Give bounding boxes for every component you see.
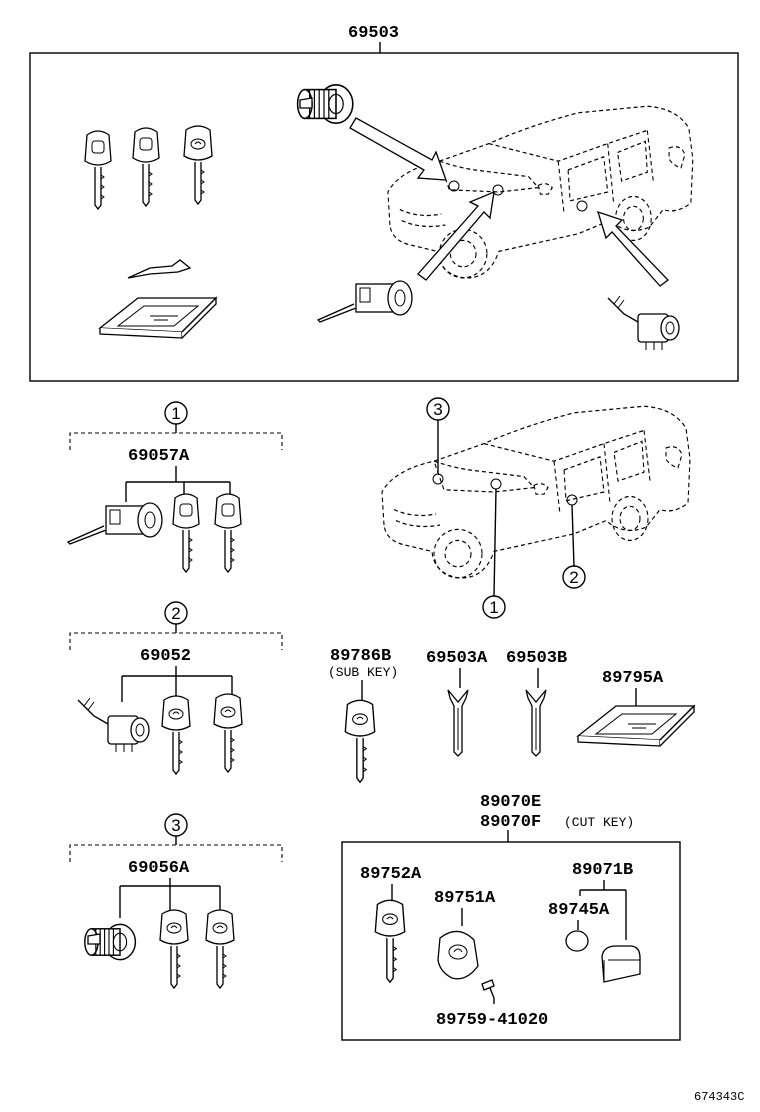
hood-lock-cylinder-icon: [84, 923, 137, 961]
blank-key-b-label: 69503B: [506, 649, 567, 668]
blank-key-icon: [447, 689, 469, 757]
sub-key-note: (SUB KEY): [328, 665, 398, 680]
key-icon: [344, 699, 376, 783]
key-cover-icon: [437, 930, 479, 980]
key-icon: [84, 125, 213, 210]
kit-2-part-label: 69052: [140, 647, 191, 666]
sub-key-part-label: 89786B: [330, 647, 391, 666]
battery-set-label: 89071B: [572, 861, 633, 880]
ignition-cylinder-icon: [67, 502, 163, 545]
door-lock-cylinder-icon: [77, 697, 150, 753]
key-icon: [172, 493, 242, 573]
key-set-f-label: 89070F: [480, 813, 541, 832]
door-lock-cylinder-icon: [607, 295, 680, 351]
screw-icon: [481, 979, 495, 1004]
vehicle-callout-3-label: 3: [433, 400, 442, 419]
kit-1-part-label: 69057A: [128, 447, 190, 466]
cut-key-set-group: 89070E 89070F (CUT KEY) 89752A 89751A 89…: [341, 793, 681, 1041]
key-set-e-label: 89070E: [480, 793, 541, 812]
key-icon: [374, 899, 406, 983]
battery-icon: [565, 930, 589, 952]
main-assembly-label: 69503: [348, 24, 399, 43]
battery-holder-icon: [601, 945, 641, 983]
cut-key-note: (CUT KEY): [564, 815, 634, 830]
vehicle-callout-1-label: 1: [489, 598, 498, 617]
blank-key-a-group: 69503A: [426, 649, 488, 757]
hood-lock-cylinder-icon: [296, 84, 354, 124]
sub-key-group: 89786B (SUB KEY): [328, 647, 398, 783]
callout-1-label: 1: [171, 404, 180, 423]
key-icon: [159, 909, 235, 989]
cover-part-label: 89751A: [434, 889, 496, 908]
main-assembly-group: 69503: [29, 24, 739, 382]
vehicle-location-group: 3 1 2: [381, 397, 691, 619]
plate-part-label: 89795A: [602, 669, 664, 688]
battery-part-label: 89745A: [548, 901, 610, 920]
vehicle-callout-2-label: 2: [569, 568, 578, 587]
assembly-arrows: [349, 117, 669, 287]
cut-key-set-frame: [341, 841, 681, 1041]
plate-group: 89795A: [577, 669, 695, 747]
blank-key-a-label: 69503A: [426, 649, 488, 668]
kit-2-group: 2 69052: [69, 601, 283, 775]
ignition-cylinder-icon: [317, 280, 413, 323]
kit-3-group: 3 69056A: [69, 813, 283, 989]
blank-key-b-group: 69503B: [506, 649, 567, 757]
key-plate-icon: [577, 705, 695, 747]
kit-1-group: 1 69057A: [67, 401, 283, 573]
key-part-label: 89752A: [360, 865, 422, 884]
blank-key-icon: [127, 259, 192, 279]
suv-vehicle-icon: [387, 105, 694, 279]
suv-vehicle-icon: [381, 405, 691, 579]
screw-part-label: 89759-41020: [436, 1011, 548, 1030]
key-icon: [161, 693, 243, 775]
callout-2-label: 2: [171, 604, 180, 623]
blank-key-icon: [525, 689, 547, 757]
kit-3-part-label: 69056A: [128, 859, 190, 878]
main-assembly-frame: [29, 52, 739, 382]
callout-3-label: 3: [171, 816, 180, 835]
key-plate-icon: [99, 297, 217, 339]
figure-code: 674343C: [694, 1090, 744, 1104]
